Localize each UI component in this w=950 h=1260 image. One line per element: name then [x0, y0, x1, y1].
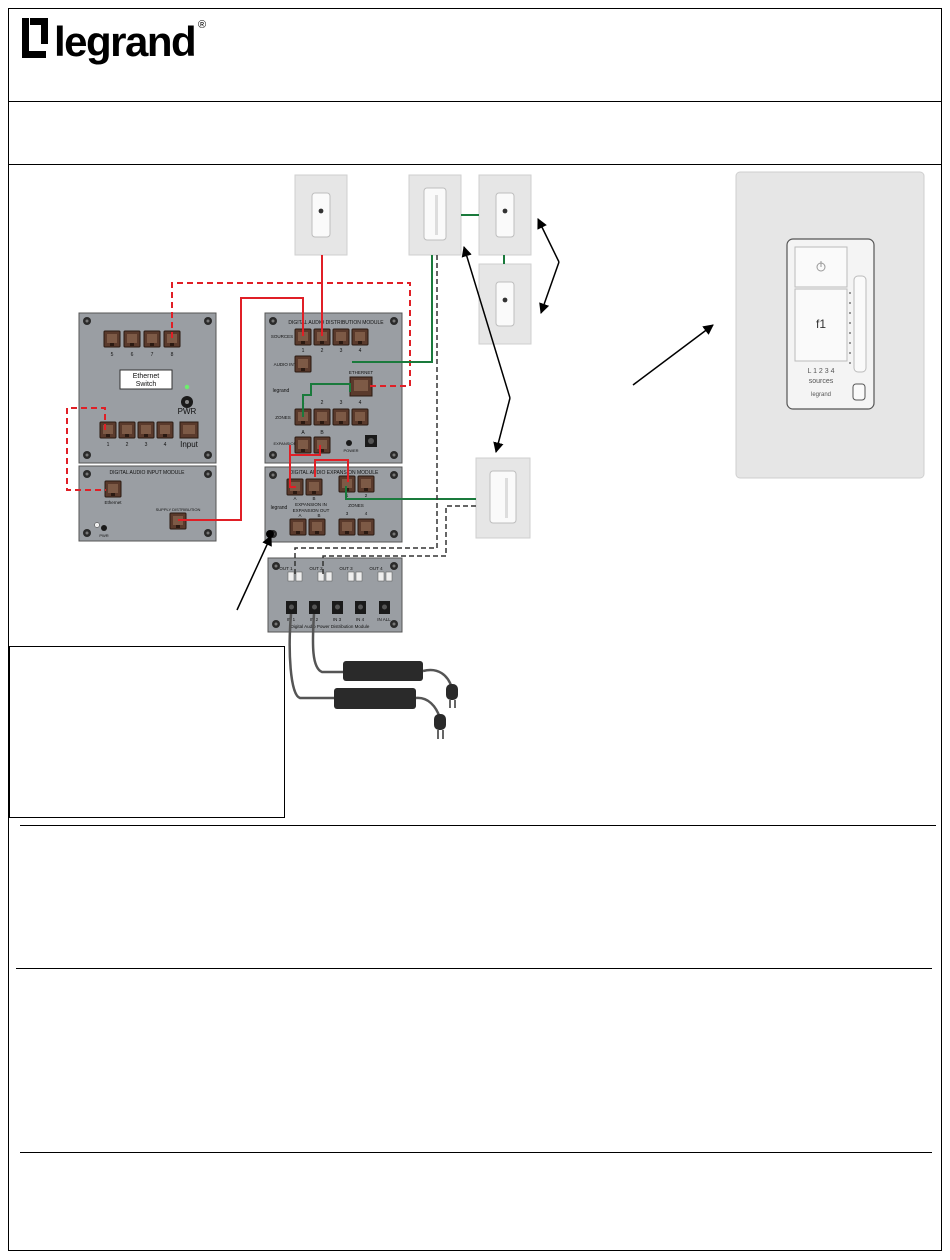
- svg-text:4: 4: [365, 511, 368, 516]
- digital-audio-expansion-module: DIGITAL AUDIO EXPANSION MODULE A B 1 2 l…: [264, 466, 403, 543]
- wall-plate-speaker-1: [478, 174, 532, 256]
- wall-plate-speaker-2: [478, 263, 532, 345]
- section-divider-1: [20, 825, 936, 826]
- svg-text:ZONES: ZONES: [348, 503, 364, 508]
- cables: [66, 214, 505, 575]
- svg-text:3: 3: [145, 442, 148, 448]
- svg-text:AUDIO INT: AUDIO INT: [274, 362, 297, 367]
- svg-text:OUT 3: OUT 3: [339, 566, 353, 571]
- power-supplies: [288, 613, 458, 739]
- svg-text:POWER: POWER: [343, 448, 358, 453]
- svg-text:7: 7: [151, 352, 154, 358]
- svg-text:IN ALL: IN ALL: [377, 617, 391, 622]
- svg-text:3: 3: [346, 511, 349, 516]
- svg-text:IN 3: IN 3: [333, 617, 342, 622]
- section-divider-2: [16, 968, 932, 969]
- svg-text:SUPPLY DISTRIBUTION: SUPPLY DISTRIBUTION: [156, 507, 201, 512]
- svg-text:Ethernet: Ethernet: [104, 500, 122, 505]
- svg-text:sources: sources: [809, 378, 834, 385]
- switch-label-1: Ethernet: [133, 373, 160, 380]
- pwr-label: PWR: [178, 407, 197, 416]
- svg-text:legrand: legrand: [811, 392, 831, 398]
- svg-text:4: 4: [359, 400, 362, 406]
- subheader-divider: [8, 164, 942, 165]
- legrand-logo: legrand ®: [22, 18, 206, 65]
- svg-text:2: 2: [126, 442, 129, 448]
- registered-mark: ®: [198, 19, 206, 31]
- svg-text:1: 1: [107, 442, 110, 448]
- svg-text:OUT 1: OUT 1: [279, 566, 293, 571]
- callout-arrows: [236, 218, 714, 611]
- keypad-f1-label: f1: [816, 317, 826, 331]
- svg-text:4: 4: [164, 442, 167, 448]
- expansion-port-pointer: [266, 530, 274, 538]
- svg-text:B: B: [312, 496, 315, 501]
- svg-text:ZONES: ZONES: [275, 415, 291, 420]
- svg-text:EXPANSION OUT: EXPANSION OUT: [293, 508, 330, 513]
- svg-text:legrand: legrand: [273, 388, 290, 394]
- svg-text:DIGITAL AUDIO INPUT MODULE: DIGITAL AUDIO INPUT MODULE: [110, 470, 186, 476]
- wall-plate-keypad-zone: [475, 457, 531, 539]
- keypad-closeup: f1 L 1 2 3 4 sources legrand: [735, 171, 925, 479]
- svg-text:EXPANSION: EXPANSION: [273, 441, 296, 446]
- svg-text:B: B: [317, 513, 320, 518]
- digital-audio-input-module: DIGITAL AUDIO INPUT MODULE Ethernet SUPP…: [78, 465, 217, 542]
- svg-text:ETHERNET: ETHERNET: [349, 370, 374, 375]
- switch-label-2: Switch: [136, 381, 157, 388]
- document-frame: [8, 8, 942, 1251]
- logo-wordmark: legrand: [54, 18, 195, 65]
- svg-text:Digital Audio Power Distributi: Digital Audio Power Distribution Module: [291, 624, 370, 629]
- svg-text:3: 3: [340, 400, 343, 406]
- svg-text:B: B: [320, 430, 324, 436]
- svg-text:IN 4: IN 4: [356, 617, 365, 622]
- section-divider-3: [20, 1152, 932, 1153]
- svg-text:2: 2: [365, 493, 368, 498]
- svg-text:2: 2: [321, 348, 324, 354]
- svg-text:6: 6: [131, 352, 134, 358]
- svg-text:PWR: PWR: [99, 533, 108, 538]
- svg-text:4: 4: [359, 348, 362, 354]
- svg-text:A: A: [301, 430, 305, 436]
- ethernet-switch: 5 6 7 8 Ethernet Switch PWR 1 2 3 4 Inpu…: [78, 312, 217, 464]
- svg-text:1: 1: [302, 348, 305, 354]
- svg-text:SOURCES: SOURCES: [271, 334, 293, 339]
- svg-text:legrand: legrand: [271, 505, 288, 511]
- svg-text:OUT 2: OUT 2: [309, 566, 323, 571]
- svg-text:DIGITAL AUDIO DISTRIBUTION MOD: DIGITAL AUDIO DISTRIBUTION MODULE: [288, 320, 384, 326]
- svg-text:A: A: [298, 513, 301, 518]
- wall-plate-source: [294, 174, 348, 256]
- svg-text:OUT 4: OUT 4: [369, 566, 383, 571]
- svg-text:A: A: [293, 496, 296, 501]
- svg-text:1: 1: [346, 493, 349, 498]
- svg-text:8: 8: [171, 352, 174, 358]
- empty-callout-box: [9, 646, 285, 818]
- input-label: Input: [180, 440, 199, 449]
- svg-text:EXPANSION IN: EXPANSION IN: [295, 502, 327, 507]
- svg-text:L 1 2 3 4: L 1 2 3 4: [808, 368, 835, 375]
- svg-text:DIGITAL AUDIO EXPANSION MODULE: DIGITAL AUDIO EXPANSION MODULE: [290, 470, 379, 476]
- svg-text:3: 3: [340, 348, 343, 354]
- wall-plate-keypad-small: [408, 174, 462, 256]
- svg-text:2: 2: [321, 400, 324, 406]
- header-divider: [8, 101, 942, 102]
- digital-audio-distribution-module: DIGITAL AUDIO DISTRIBUTION MODULE SOURCE…: [264, 312, 403, 464]
- svg-text:5: 5: [111, 352, 114, 358]
- power-distribution-module: OUT 1 OUT 2 OUT 3 OUT 4 IN 1 IN 2 IN 3 I…: [267, 557, 403, 633]
